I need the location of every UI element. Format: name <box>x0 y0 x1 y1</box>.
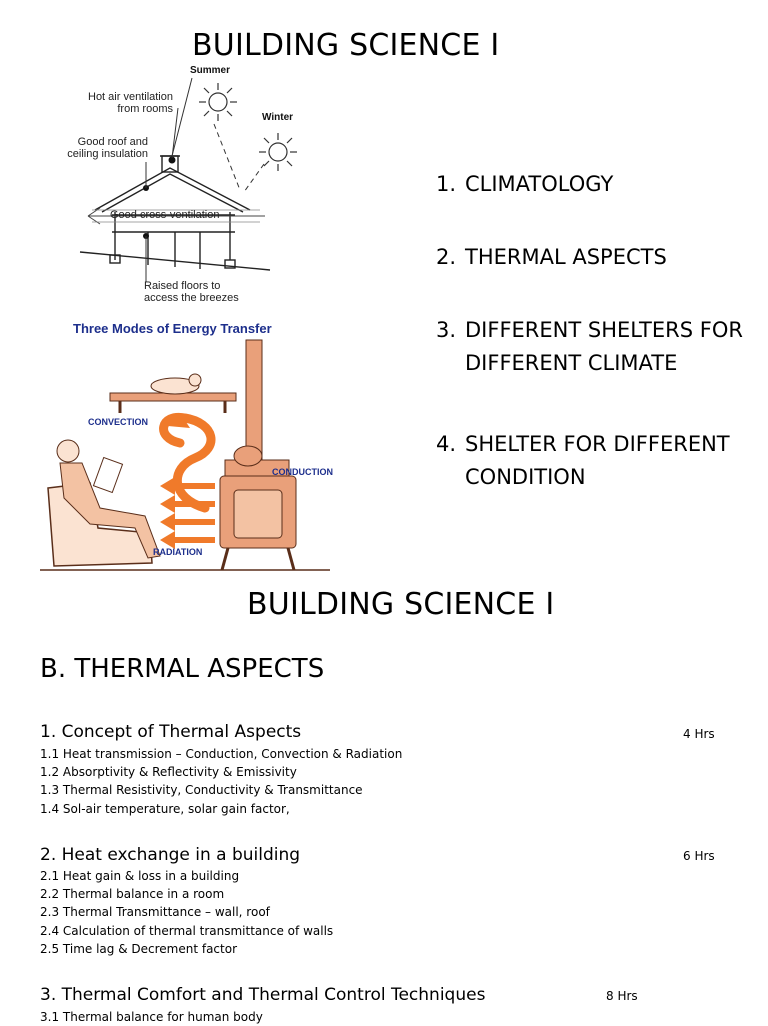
conduction-label: CONDUCTION <box>272 467 333 477</box>
cross-ventilation-label: Good cross-ventilation <box>110 209 219 221</box>
convection-label: CONVECTION <box>88 417 148 427</box>
unit-hours: 4 Hrs <box>683 727 715 741</box>
list-item: 1.1 Heat transmission – Conduction, Conv… <box>40 747 403 761</box>
topic-text: DIFFERENT SHELTERS FOR DIFFERENT CLIMATE <box>465 318 743 375</box>
cat-icon <box>150 377 200 395</box>
unit-hours: 8 Hrs <box>606 989 638 1003</box>
list-item: 2.1 Heat gain & loss in a building <box>40 869 240 883</box>
list-item: 3.1 Thermal balance for human body <box>40 1010 263 1024</box>
radiation-label: RADIATION <box>153 547 202 557</box>
topic-number: 2. <box>436 245 457 269</box>
list-item: 1.4 Sol-air temperature, solar gain fact… <box>40 801 290 816</box>
roof-label-line1: Good roof and <box>78 136 148 148</box>
unit-hours: 6 Hrs <box>683 849 715 863</box>
raised-floors-label-line2: access the breezes <box>144 292 239 304</box>
roof-label-line2: ceiling insulation <box>67 148 148 160</box>
topic-text: THERMAL ASPECTS <box>465 245 667 269</box>
house-ventilation-diagram: Summer Winter Hot air ventilation from r… <box>67 65 297 304</box>
hot-air-label-line2: from rooms <box>117 103 173 115</box>
kettle-icon <box>233 445 263 467</box>
list-item: 2.3 Thermal Transmittance – wall, roof <box>40 905 270 920</box>
unit-title: 2. Heat exchange in a building <box>40 845 301 865</box>
unit-title: 3. Thermal Comfort and Thermal Control T… <box>40 985 486 1005</box>
topic-number: 3. <box>436 318 457 342</box>
summer-sun-icon <box>199 83 237 121</box>
energy-transfer-diagram: Three Modes of Energy Transfer CONVECTIO… <box>40 321 333 571</box>
winter-label: Winter <box>262 112 293 123</box>
list-item: 2.5 Time lag & Decrement factor <box>40 941 237 956</box>
raised-floors-label-line1: Raised floors to <box>144 280 220 292</box>
energy-diagram-title: Three Modes of Energy Transfer <box>73 321 272 336</box>
topic-item: 2. THERMAL ASPECTS <box>436 241 766 274</box>
hot-air-label-line1: Hot air ventilation <box>88 91 173 103</box>
list-item: 2.4 Calculation of thermal transmittance… <box>40 923 334 938</box>
unit-title: 1. Concept of Thermal Aspects <box>40 722 302 742</box>
unit-items: 3.1 Thermal balance for human body <box>40 1008 263 1026</box>
topic-number: 1. <box>436 172 457 196</box>
slide2-title: BUILDING SCIENCE I <box>247 587 555 622</box>
summer-label: Summer <box>190 65 230 76</box>
topic-number: 4. <box>436 432 457 456</box>
topic-item: 1. CLIMATOLOGY <box>436 168 766 201</box>
topic-text: CLIMATOLOGY <box>465 172 614 196</box>
topic-item: 4. SHELTER FOR DIFFERENT CONDITION <box>436 428 766 494</box>
section-title: B. THERMAL ASPECTS <box>40 654 325 684</box>
slide1-title: BUILDING SCIENCE I <box>192 28 500 63</box>
list-item: 2.2 Thermal balance in a room <box>40 887 225 902</box>
topic-text: SHELTER FOR DIFFERENT CONDITION <box>465 432 730 489</box>
unit-items: 2.1 Heat gain & loss in a building 2.2 T… <box>40 867 333 958</box>
list-item: 1.2 Absorptivity & Reflectivity & Emissi… <box>40 765 297 780</box>
list-item: 1.3 Thermal Resistivity, Conductivity & … <box>40 783 363 798</box>
topic-item: 3. DIFFERENT SHELTERS FOR DIFFERENT CLIM… <box>436 314 766 380</box>
winter-sun-icon <box>259 133 297 171</box>
unit-items: 1.1 Heat transmission – Conduction, Conv… <box>40 745 402 818</box>
